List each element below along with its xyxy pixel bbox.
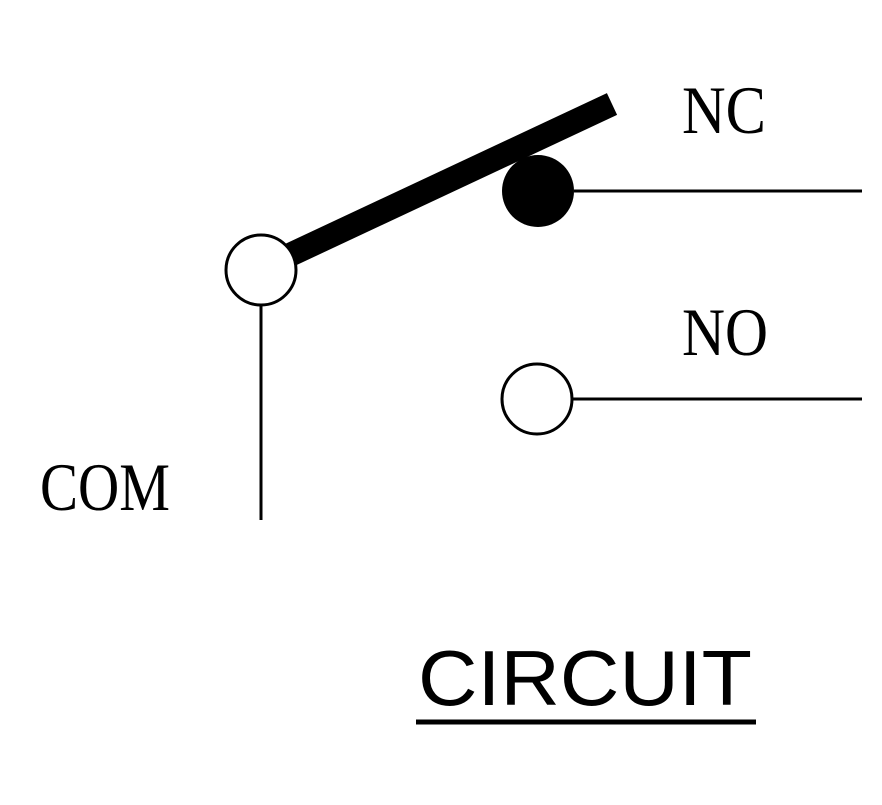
no-contact [500,362,574,436]
com-pivot [224,233,298,307]
diagram-title: CIRCUIT [418,634,752,722]
no-label: NO [682,294,768,370]
nc-label: NC [682,72,766,148]
switch-lever [256,93,618,279]
nc-contact [502,155,574,227]
com-label: COM [40,449,170,525]
